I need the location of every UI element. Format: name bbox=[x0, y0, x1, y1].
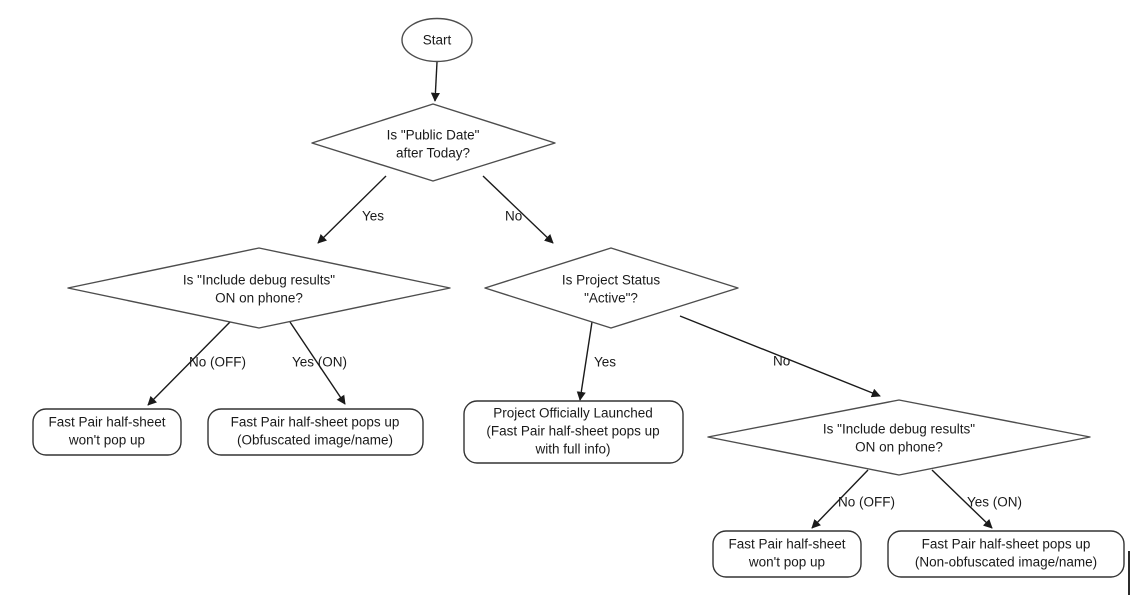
node-terminal-no-popup-right-line1: Fast Pair half-sheet bbox=[728, 537, 845, 552]
edge-label-debug-right-no: No (OFF) bbox=[838, 495, 895, 510]
node-terminal-obfuscated[interactable] bbox=[207, 408, 424, 456]
node-decision-project-status-line1: Is Project Status bbox=[562, 273, 661, 288]
edge-debug-right-yes bbox=[931, 469, 993, 529]
node-terminal-launched-line2: (Fast Pair half-sheet pops up bbox=[486, 424, 659, 439]
edge-start-to-public-date bbox=[430, 61, 440, 102]
node-terminal-launched[interactable] bbox=[463, 400, 684, 464]
node-terminal-obfuscated-line1: Fast Pair half-sheet pops up bbox=[231, 415, 400, 430]
node-terminal-launched-line1: Project Officially Launched bbox=[493, 406, 653, 421]
edge-label-debug-right-yes: Yes (ON) bbox=[967, 495, 1022, 510]
node-decision-project-status-line2: "Active"? bbox=[584, 291, 638, 306]
edge-label-project-status-yes: Yes bbox=[594, 355, 616, 370]
node-terminal-non-obfuscated[interactable] bbox=[887, 530, 1125, 578]
node-decision-public-date[interactable] bbox=[311, 103, 556, 182]
node-terminal-no-popup-left-line1: Fast Pair half-sheet bbox=[48, 415, 165, 430]
node-decision-debug-left-line2: ON on phone? bbox=[215, 291, 303, 306]
edge-project-status-no bbox=[679, 315, 881, 398]
edge-label-public-date-yes: Yes bbox=[362, 209, 384, 224]
node-decision-public-date-line2: after Today? bbox=[396, 146, 470, 161]
edge-debug-left-yes bbox=[289, 321, 346, 405]
edge-project-status-yes bbox=[576, 321, 593, 401]
node-terminal-obfuscated-line2: (Obfuscated image/name) bbox=[237, 433, 393, 448]
node-decision-debug-right-line2: ON on phone? bbox=[855, 440, 943, 455]
node-terminal-no-popup-left[interactable] bbox=[32, 408, 182, 456]
node-decision-debug-right-line1: Is "Include debug results" bbox=[823, 422, 975, 437]
edge-debug-right-no bbox=[811, 469, 869, 529]
node-terminal-no-popup-left-line2: won't pop up bbox=[68, 433, 145, 448]
node-decision-project-status[interactable] bbox=[484, 247, 739, 329]
edge-label-project-status-no: No bbox=[773, 354, 790, 369]
node-terminal-launched-line3: with full info) bbox=[534, 442, 610, 457]
node-decision-debug-left[interactable] bbox=[67, 247, 451, 329]
node-terminal-non-obfuscated-line2: (Non-obfuscated image/name) bbox=[915, 555, 1097, 570]
node-decision-debug-right[interactable] bbox=[707, 399, 1091, 476]
edge-label-debug-left-no: No (OFF) bbox=[189, 355, 246, 370]
node-start[interactable] bbox=[401, 17, 473, 63]
edge-label-debug-left-yes: Yes (ON) bbox=[292, 355, 347, 370]
edge-debug-left-no bbox=[147, 321, 231, 406]
node-terminal-no-popup-right-line2: won't pop up bbox=[748, 555, 825, 570]
edge-label-public-date-no: No bbox=[505, 209, 522, 224]
node-decision-debug-left-line1: Is "Include debug results" bbox=[183, 273, 335, 288]
node-terminal-no-popup-right[interactable] bbox=[712, 530, 862, 578]
edge-public-date-no bbox=[482, 175, 554, 244]
node-start-label: Start bbox=[423, 33, 452, 48]
right-edge-rule bbox=[1128, 551, 1130, 595]
node-decision-public-date-line1: Is "Public Date" bbox=[387, 128, 480, 143]
node-terminal-non-obfuscated-line1: Fast Pair half-sheet pops up bbox=[922, 537, 1091, 552]
edge-public-date-yes bbox=[317, 175, 387, 244]
